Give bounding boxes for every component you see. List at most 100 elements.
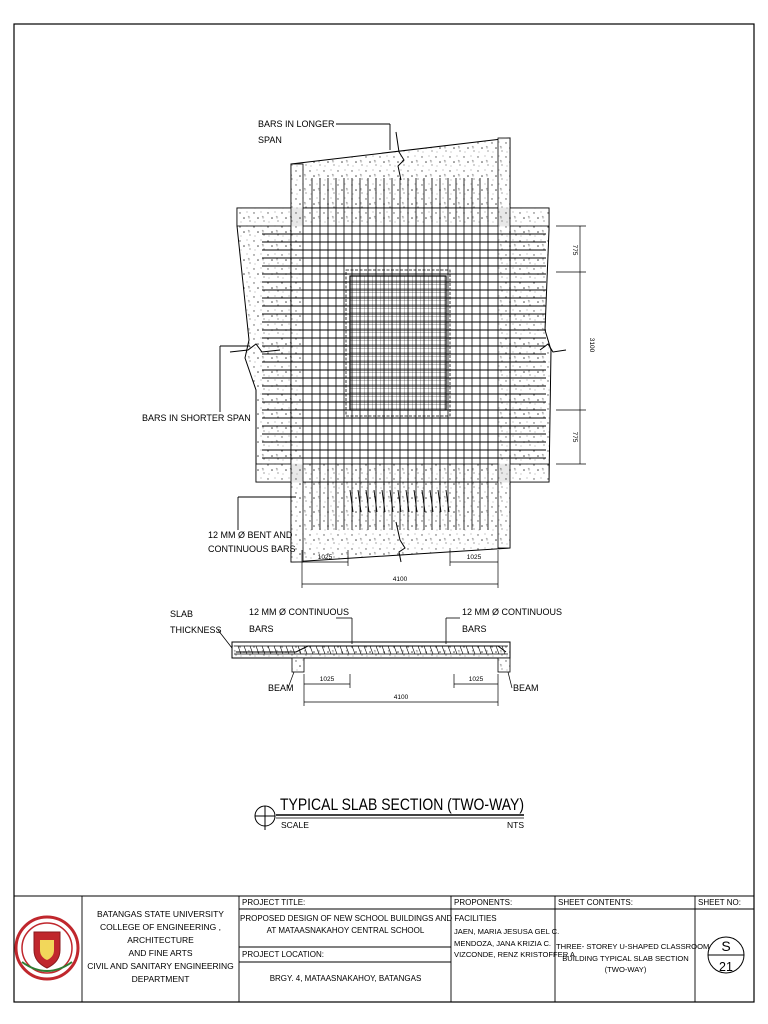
project-location-label: PROJECT LOCATION: [242,950,324,959]
section-bar-tick [327,645,332,655]
right-column-strip [497,137,511,549]
section-bar-tick [417,645,422,655]
proponents-list: JAEN, MARIA JESUSA GEL C. MENDOZA, JANA … [454,926,578,961]
section-bar-tick [261,645,266,655]
label-beam-right: BEAM [513,683,539,693]
university-seal [14,915,80,981]
label-cont-right-1: 12 MM Ø CONTINUOUS [462,607,562,617]
section-dim-left: 1025 [320,676,335,683]
label-longer-span-2: SPAN [258,135,282,145]
university-block: BATANGAS STATE UNIVERSITY COLLEGE OF ENG… [84,908,237,986]
bent-bar [349,489,354,513]
section-bar-tick [279,645,284,655]
section-bar-tick [471,645,476,655]
label-bent-2: CONTINUOUS BARS [208,544,296,554]
top-beam-band [236,207,550,227]
sheet-contents: THREE- STOREY U-SHAPED CLASSROOM BUILDIN… [556,941,710,976]
bent-bar [389,489,394,513]
left-beam-band [236,207,292,483]
sheet-border [13,23,755,1003]
section-bar-tick [405,645,410,655]
sheet-contents-line: THREE- STOREY U-SHAPED CLASSROOM [556,942,710,951]
left-column-strip [290,163,304,563]
university-name: BATANGAS STATE UNIVERSITY [97,909,224,919]
drawing-title: TYPICAL SLAB SECTION (TWO-WAY) SCALE NTS [254,795,524,830]
bent-bar [381,489,386,513]
section-bar-tick [315,645,320,655]
label-cont-left-2: BARS [249,624,274,634]
department-name-cont: DEPARTMENT [131,974,190,984]
label-longer-span-1: BARS IN LONGER [258,119,335,129]
section-bar-tick [363,645,368,655]
project-title-line2: AT MATAASNAKAHOY CENTRAL SCHOOL [266,926,425,935]
college-name: COLLEGE OF ENGINEERING , ARCHITECTURE [100,922,221,945]
section-bar-tick [477,645,482,655]
section-bar-tick [285,645,290,655]
right-beam-band [509,207,552,483]
department-name: CIVIL AND SANITARY ENGINEERING [87,961,234,971]
college-name-cont: AND FINE ARTS [128,948,193,958]
section-bar-tick [447,645,452,655]
break-line [395,131,405,181]
section-bar-tick [255,645,260,655]
section-bar-tick [393,645,398,655]
dim-total-bottom: 4100 [393,576,408,583]
section-bar-tick [459,645,464,655]
section-bar-tick [483,645,488,655]
section-bar-tick [369,645,374,655]
title-text: TYPICAL SLAB SECTION (TWO-WAY) [280,795,524,814]
section-annotations: SLAB THICKNESS 12 MM Ø CONTINUOUS BARS 1… [170,607,562,706]
section-bar-tick [303,645,308,655]
scale-label: SCALE [281,820,309,830]
section-bar-tick [339,645,344,655]
bent-bar [357,489,362,513]
section-bar-tick [291,645,296,655]
section-bar-tick [237,645,242,655]
break-line [395,521,406,563]
section-bar-tick [321,645,326,655]
break-line [229,343,281,353]
section-beam-right [497,657,511,673]
slab-plan [229,131,567,563]
sheet-contents-line: BUILDING TYPICAL SLAB SECTION [562,953,689,963]
sheet-letter: S [721,938,730,954]
bent-bar [373,489,378,513]
section-bar-tick [429,645,434,655]
sheet-contents-label: SHEET CONTENTS: [558,898,633,907]
label-slab-thickness-2: THICKNESS [170,625,222,635]
bent-bar [397,489,402,513]
project-title-line1: PROPOSED DESIGN OF NEW SCHOOL BUILDINGS … [240,914,497,923]
bottom-beam-band [255,463,550,483]
project-title-label: PROJECT TITLE: [242,898,306,907]
section-bar-tick [273,645,278,655]
proponent: VIZCONDE, RENZ KRISTOFFER A. [454,950,578,959]
project-title: PROPOSED DESIGN OF NEW SCHOOL BUILDINGS … [240,913,497,937]
label-bent-1: 12 MM Ø BENT AND [208,530,293,540]
section-dim-total: 4100 [394,694,409,701]
section-bar-tick [333,645,338,655]
sheet-number: 21 [719,960,733,974]
bent-bars [349,489,450,513]
section-bar-ticks [237,645,506,655]
dim-bottom-right: 775 [571,432,578,443]
central-mesh [349,275,447,411]
section-bar-tick [495,645,500,655]
sheet-number-badge: S 21 [707,936,745,974]
section-bar-tick [411,645,416,655]
bent-bar [421,489,426,513]
section-slab [231,641,511,659]
section-beam-left [291,657,305,673]
section-bar-tick [423,645,428,655]
proponent: MENDOZA, JANA KRIZIA C. [454,938,552,948]
section-bar-tick [381,645,386,655]
section-bar-tick [441,645,446,655]
section-bar-tick [345,645,350,655]
label-shorter-span: BARS IN SHORTER SPAN [142,413,251,423]
section-bar-tick [297,645,302,655]
bent-bar [413,489,418,513]
scale-value: NTS [507,820,524,830]
label-slab-thickness-1: SLAB [170,609,193,619]
dim-top-right: 775 [571,245,578,256]
sheet-contents-line: (TWO-WAY) [604,965,647,974]
